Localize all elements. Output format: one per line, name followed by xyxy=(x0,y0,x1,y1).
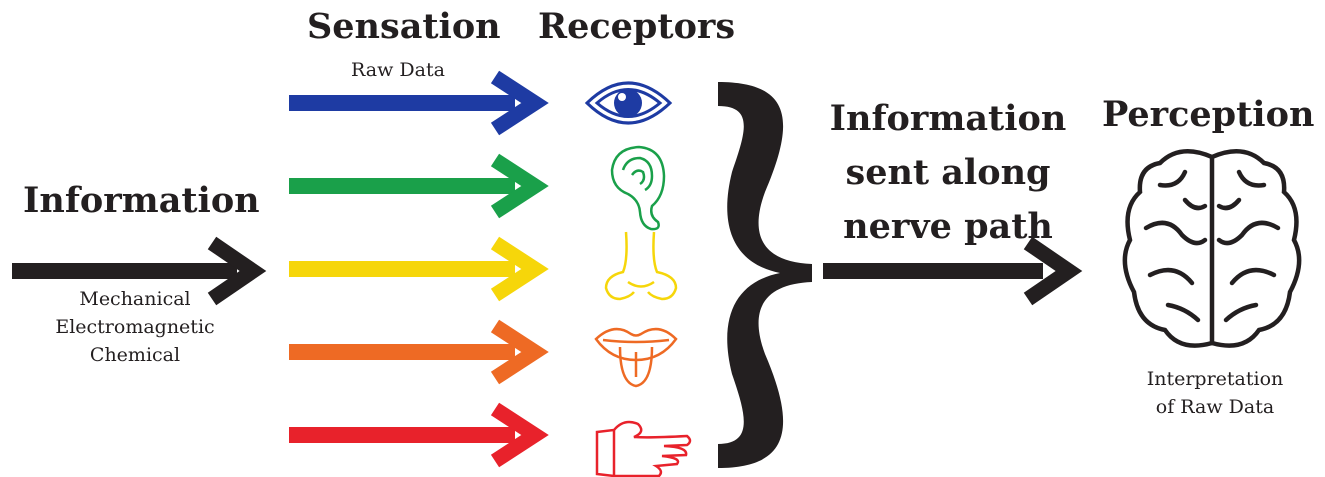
eye-icon xyxy=(584,81,673,125)
information-type-chemical: Chemical xyxy=(89,344,181,366)
smell-arrow-head xyxy=(490,236,549,302)
hearing-arrow-shaft xyxy=(289,178,515,194)
hearing-arrow xyxy=(289,153,549,219)
sense-channel-arrows xyxy=(289,70,549,468)
touch-arrow xyxy=(289,402,549,468)
hand-icon xyxy=(595,420,692,477)
nerve-path-heading: Information sent along nerve path xyxy=(818,92,1078,254)
nerve-path-line-1: Information xyxy=(829,98,1067,139)
smell-arrow-shaft xyxy=(289,261,515,277)
nose-icon xyxy=(604,231,678,301)
interpretation-caption: Interpretation of Raw Data xyxy=(1120,365,1310,421)
interpretation-line-2: of Raw Data xyxy=(1155,396,1275,418)
interpretation-line-1: Interpretation xyxy=(1146,368,1284,390)
taste-arrow-shaft xyxy=(289,344,515,360)
raw-data-caption: Raw Data xyxy=(340,56,456,84)
taste-arrow-head xyxy=(490,319,549,385)
information-type-electromagnetic: Electromagnetic xyxy=(55,316,215,338)
information-heading: Information xyxy=(23,180,260,221)
touch-arrow-head xyxy=(490,402,549,468)
receptors-heading: Receptors xyxy=(538,6,736,47)
ear-icon xyxy=(610,145,666,231)
curly-brace xyxy=(718,82,812,468)
nerve-path-line-2: sent along xyxy=(845,152,1051,193)
information-types-caption: Mechanical Electromagnetic Chemical xyxy=(30,285,240,369)
brain-icon xyxy=(1122,149,1302,348)
information-input-arrow xyxy=(12,236,267,306)
raw-data-text: Raw Data xyxy=(351,59,445,81)
information-type-mechanical: Mechanical xyxy=(79,288,191,310)
perception-heading: Perception xyxy=(1102,94,1315,135)
taste-arrow xyxy=(289,319,549,385)
sensation-heading: Sensation xyxy=(307,6,501,47)
smell-arrow xyxy=(289,236,549,302)
touch-arrow-shaft xyxy=(289,427,515,443)
sight-arrow-shaft xyxy=(289,95,515,111)
hearing-arrow-head xyxy=(490,153,549,219)
sight-arrow xyxy=(289,70,549,136)
mouth-icon xyxy=(594,327,678,388)
nerve-path-arrow xyxy=(823,236,1083,306)
sight-arrow-head xyxy=(490,70,549,136)
nerve-path-line-3: nerve path xyxy=(843,206,1053,247)
